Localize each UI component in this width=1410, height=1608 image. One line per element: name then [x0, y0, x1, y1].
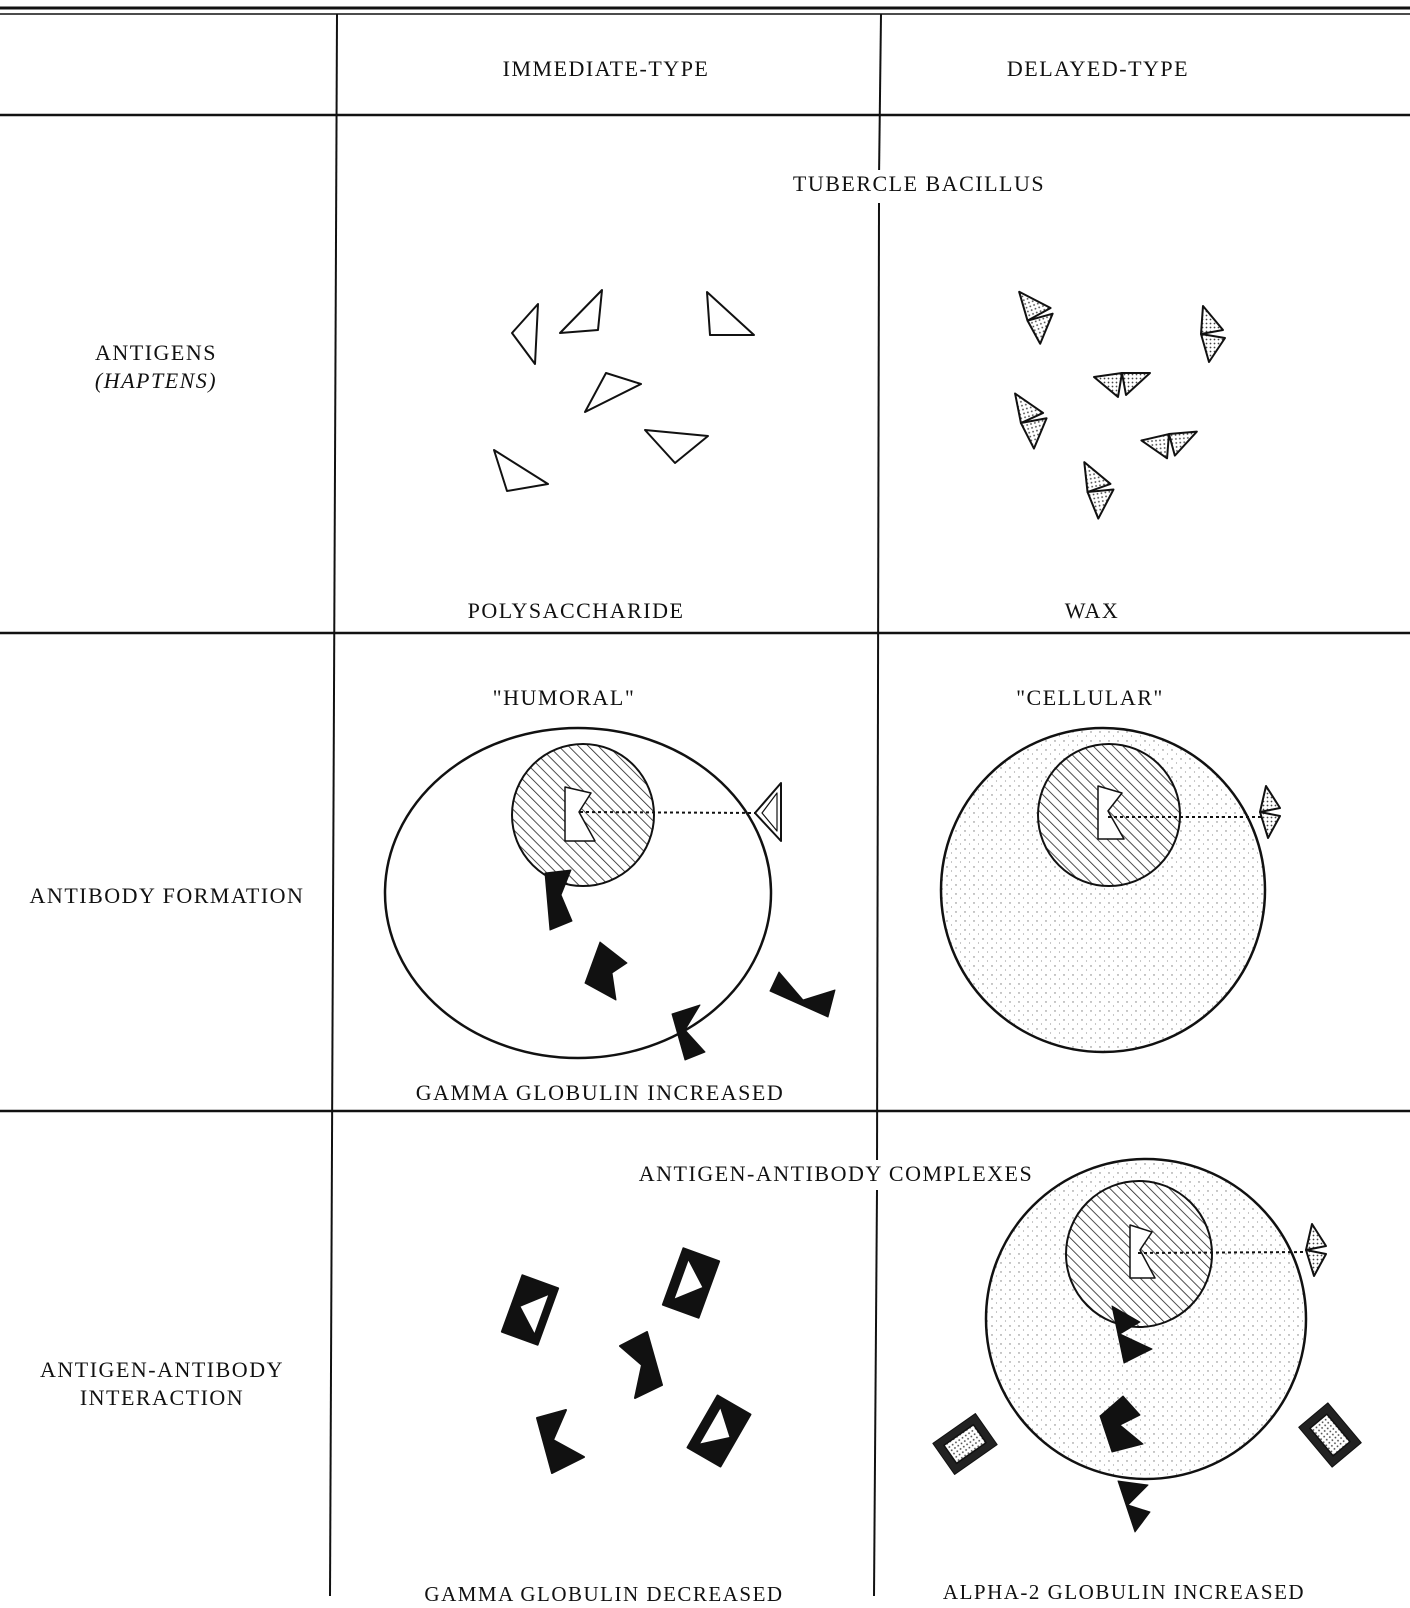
humoral-title: "HUMORAL"	[492, 685, 636, 710]
cellular-nucleus-template	[1097, 785, 1125, 840]
delayed-interaction-cell	[932, 1157, 1362, 1533]
delayed-antibody-fragment	[1111, 1305, 1153, 1364]
interaction-dotted-link	[1137, 1251, 1309, 1254]
polysaccharide-triangle	[644, 429, 709, 464]
antigen-antibody-complexes-label: ANTIGEN-ANTIBODY COMPLEXES	[632, 1160, 1040, 1188]
alpha2-globulin-increased-caption: ALPHA-2 GLOBULIN INCREASED	[942, 1580, 1306, 1604]
first-column-divider	[329, 13, 338, 1596]
polysaccharide-triangle	[584, 372, 642, 413]
table-grid	[0, 6, 1410, 1596]
cellular-antigen	[1259, 785, 1281, 839]
row-label-interaction: ANTIGEN-ANTIBODY INTERACTION	[40, 1356, 284, 1412]
interaction-antigen	[1305, 1223, 1327, 1277]
middle-divider-top	[878, 13, 882, 179]
cellular-cell-membrane	[939, 726, 1267, 1054]
row-label-interaction-line2: INTERACTION	[79, 1385, 245, 1410]
complex-bracket	[619, 1331, 663, 1399]
complex-rectangle	[661, 1247, 721, 1319]
column-header-delayed: DELAYED-TYPE	[1006, 56, 1190, 81]
wax-antigen	[1014, 392, 1048, 450]
row-label-interaction-line1: ANTIGEN-ANTIBODY	[40, 1357, 284, 1382]
antibody-fragment	[544, 869, 573, 931]
wax-antigen	[1200, 305, 1226, 363]
row-label-antibody-formation-text: ANTIBODY FORMATION	[29, 883, 305, 908]
gamma-globulin-decreased-caption: GAMMA GLOBULIN DECREASED	[424, 1582, 784, 1606]
wax-caption: WAX	[1064, 598, 1120, 623]
row-label-antigens-line1: ANTIGENS	[94, 340, 217, 365]
delayed-complex-rectangle	[1298, 1402, 1362, 1468]
antibody-fragment	[584, 941, 628, 1001]
gamma-globulin-increased-caption: GAMMA GLOBULIN INCREASED	[415, 1080, 785, 1105]
delayed-antibody-fragment	[1099, 1395, 1144, 1453]
cellular-cell	[939, 726, 1281, 1054]
row-label-antibody-formation: ANTIBODY FORMATION	[30, 882, 305, 910]
column-header-immediate: IMMEDIATE-TYPE	[502, 56, 710, 81]
polysaccharide-antigens	[493, 289, 755, 492]
wax-antigen	[1093, 372, 1151, 398]
polysaccharide-triangle	[559, 289, 603, 334]
tubercle-bacillus-label: TUBERCLE BACILLUS	[786, 170, 1052, 198]
immediate-complexes	[500, 1247, 752, 1474]
interaction-nucleus-template	[1129, 1224, 1156, 1279]
wax-antigen	[1018, 290, 1054, 345]
antibody-fragment	[769, 971, 836, 1018]
cellular-title: "CELLULAR"	[1016, 685, 1164, 710]
humoral-cell-nucleus	[511, 743, 655, 887]
wax-antigen	[1083, 461, 1115, 520]
wax-antigens	[1014, 290, 1226, 520]
humoral-nucleus-template	[564, 786, 596, 842]
humoral-antigen-inner	[761, 792, 778, 832]
humoral-cell-membrane	[383, 726, 773, 1060]
row-label-antigens-line2: (HAPTENS)	[94, 368, 218, 393]
antibody-fragment	[671, 1004, 706, 1061]
polysaccharide-triangle	[706, 291, 755, 336]
polysaccharide-triangle	[493, 449, 549, 492]
delayed-complex-rectangle	[932, 1413, 998, 1475]
complex-rectangle	[686, 1394, 752, 1468]
middle-divider-bottom	[873, 1189, 878, 1596]
polysaccharide-caption: POLYSACCHARIDE	[467, 598, 685, 623]
row-label-antigens: ANTIGENS (HAPTENS)	[95, 339, 217, 395]
complex-rectangle	[500, 1274, 560, 1346]
middle-divider-mid	[876, 202, 880, 1173]
delayed-antibody-fragment	[1117, 1480, 1151, 1533]
polysaccharide-triangle	[511, 303, 539, 365]
complex-bracket	[536, 1409, 585, 1474]
wax-antigen	[1140, 430, 1198, 460]
humoral-cell	[383, 726, 836, 1061]
